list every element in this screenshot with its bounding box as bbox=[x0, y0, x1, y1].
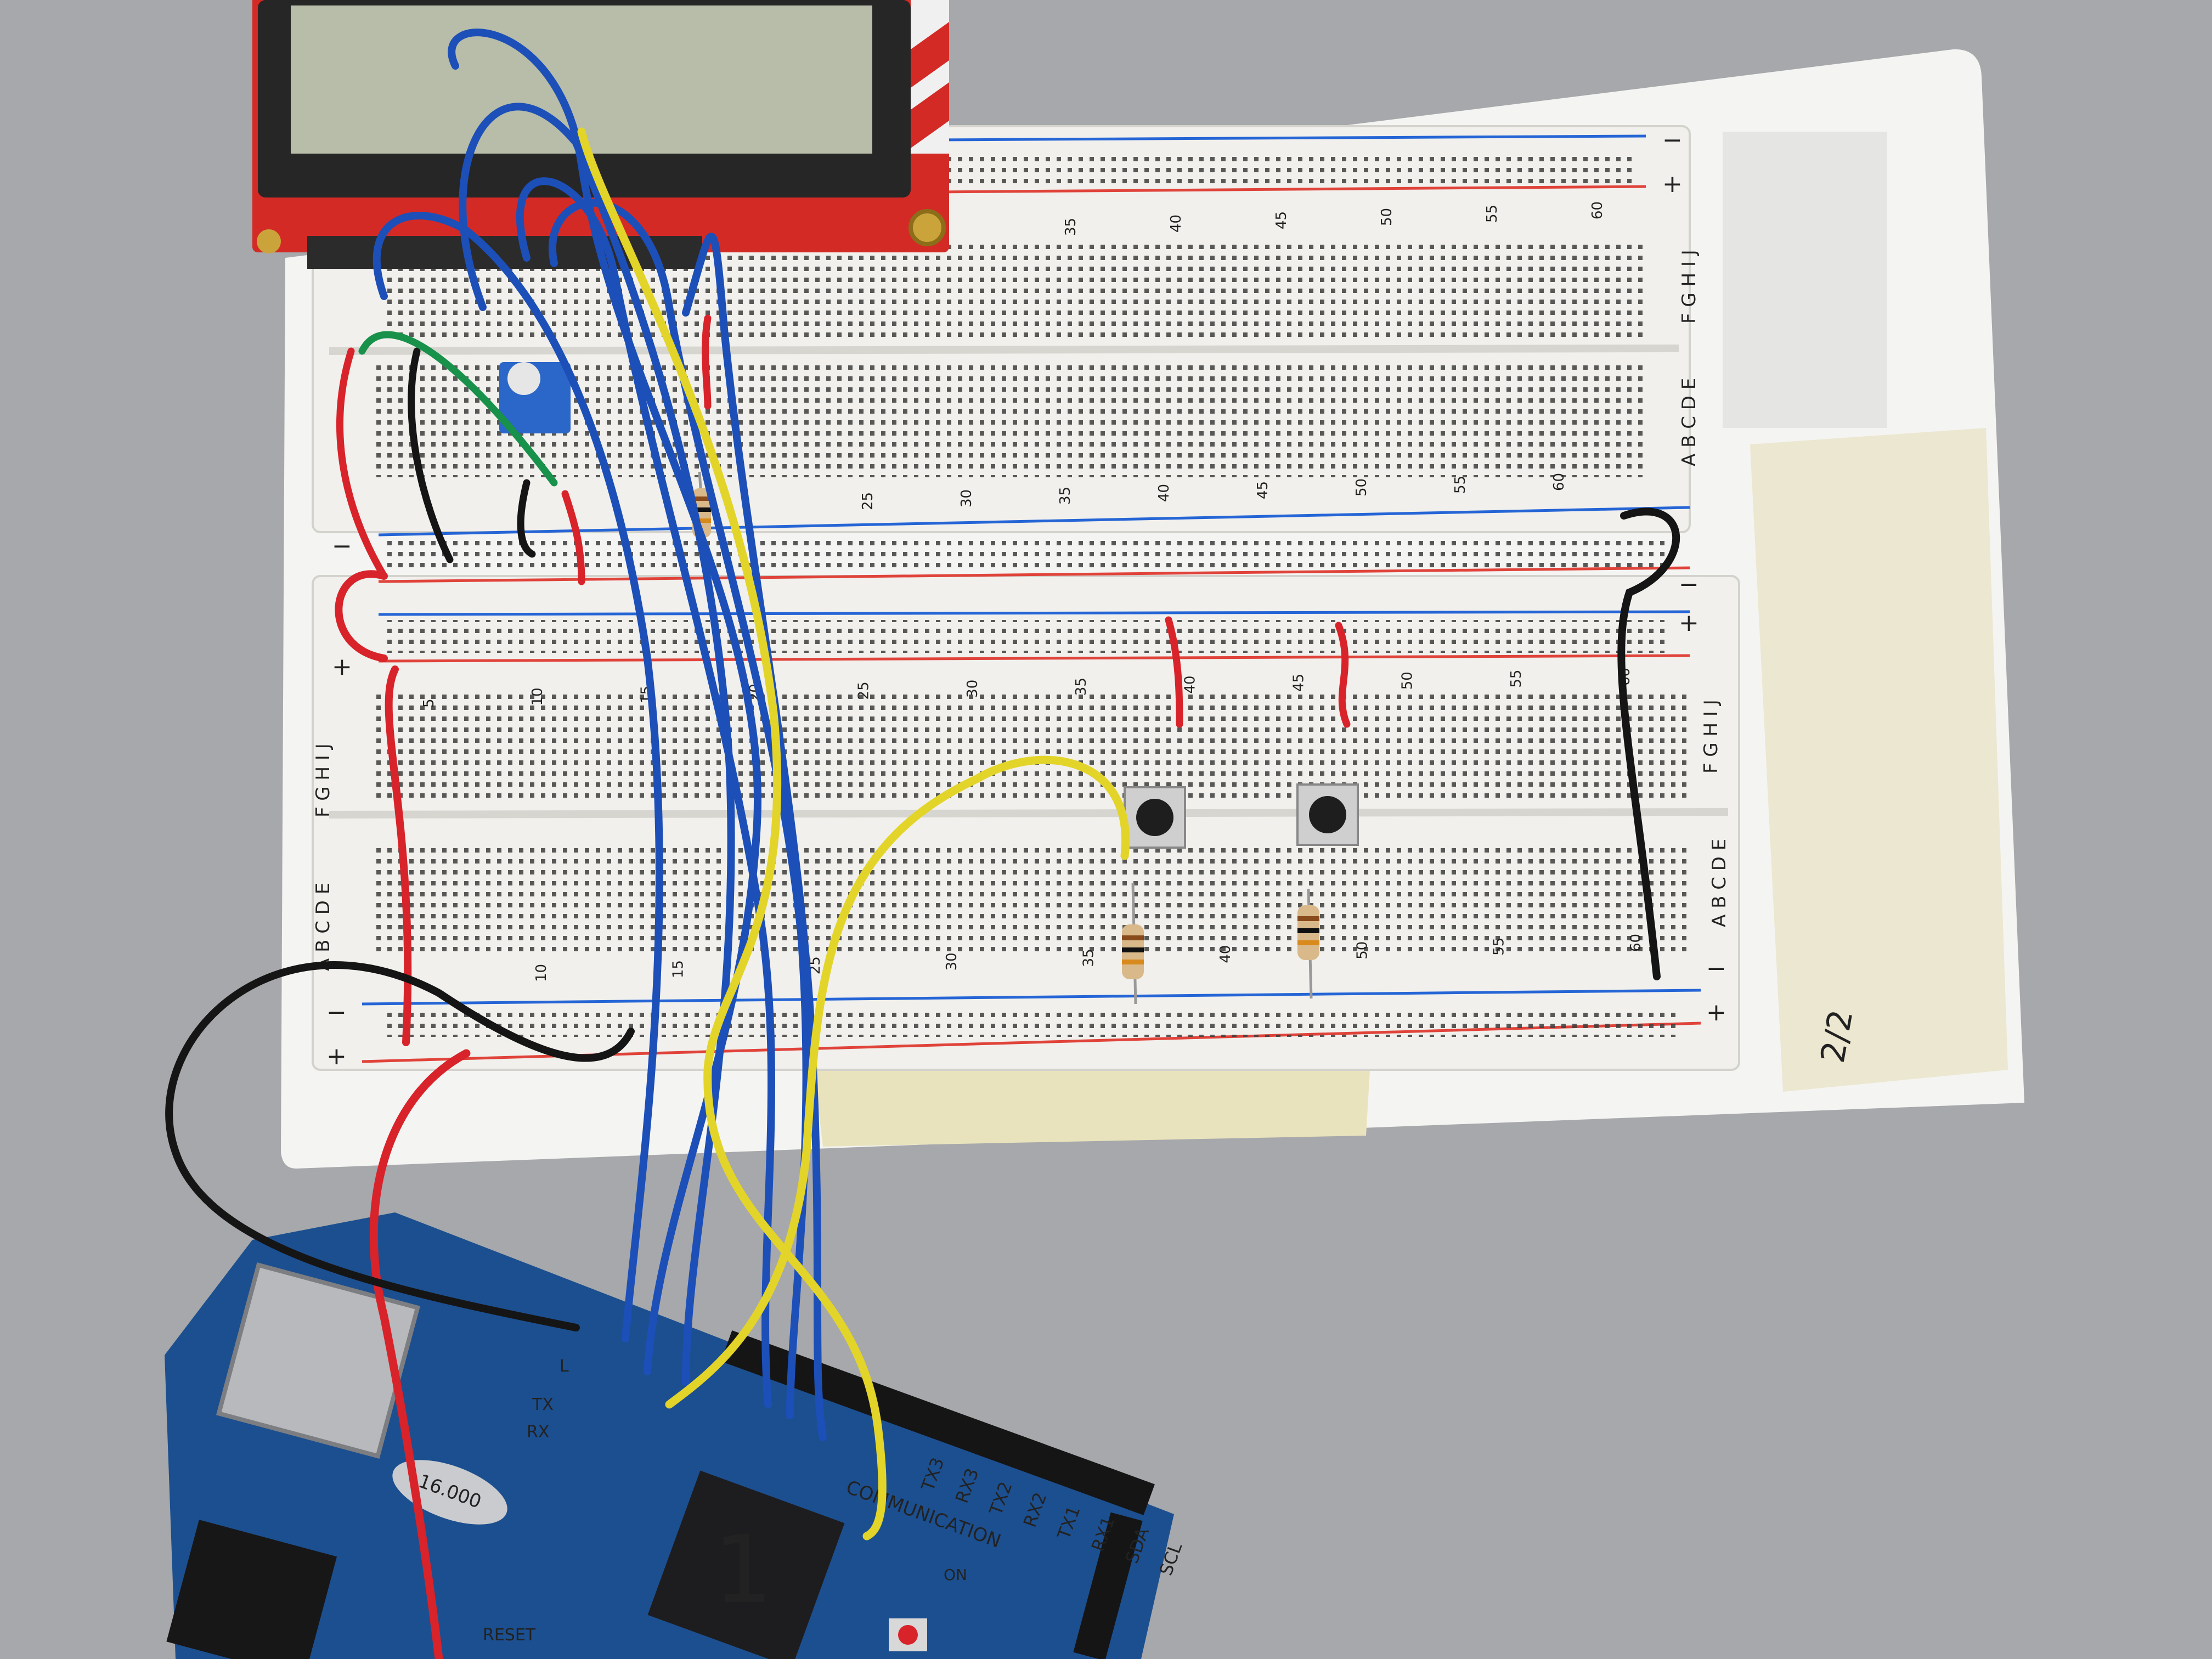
column-number-label: 35 bbox=[1073, 678, 1090, 696]
chip-mark: 1 bbox=[713, 1516, 772, 1624]
column-number-label: 30 bbox=[958, 489, 975, 507]
column-number-label: 35 bbox=[1063, 218, 1079, 236]
crystal-oscillator bbox=[392, 1460, 507, 1525]
lcd-mount-hole bbox=[909, 209, 946, 246]
wire-red-button-left bbox=[1165, 616, 1183, 728]
wire-blue-2 bbox=[459, 103, 735, 1386]
rail-plus-top: + bbox=[1662, 170, 1683, 198]
wire-red-bottom bbox=[369, 1049, 471, 1659]
column-numbers-middle: 25 30 35 40 45 50 55 60 bbox=[860, 473, 1567, 510]
resistor-right bbox=[1297, 888, 1319, 999]
column-number-label: 55 bbox=[1452, 476, 1469, 494]
header-row-top bbox=[720, 1330, 1155, 1515]
column-number-label: 60 bbox=[1589, 201, 1606, 219]
header-row-right bbox=[1073, 1512, 1143, 1659]
column-number-label: 5 bbox=[421, 698, 437, 708]
wire-red-button-right bbox=[1335, 622, 1351, 728]
resistor-left bbox=[1122, 883, 1144, 1005]
masking-tape-right bbox=[1750, 428, 2008, 1092]
column-number-label: 35 bbox=[1057, 487, 1074, 505]
column-number-label: 45 bbox=[1273, 211, 1290, 229]
rail-minus-bottom: − bbox=[326, 998, 347, 1026]
wire-red-pot-1 bbox=[336, 347, 388, 580]
label-on: ON bbox=[944, 1566, 967, 1584]
push-button-right[interactable] bbox=[1296, 783, 1359, 846]
wire-yellow-button bbox=[665, 755, 1130, 1409]
column-number-label: 35 bbox=[1081, 949, 1097, 967]
wire-blue-5 bbox=[373, 212, 663, 1342]
column-numbers-upper: 35 40 45 50 55 60 bbox=[1063, 201, 1606, 236]
arduino-mega-board: 1 16.000 COMMUNICATION RX TX L ON RESET … bbox=[165, 1212, 1186, 1659]
column-number-label: 50 bbox=[1379, 208, 1395, 226]
column-number-label: 60 bbox=[1551, 473, 1567, 491]
rail-minus-mid: − bbox=[332, 532, 352, 560]
column-number-label: 45 bbox=[1290, 674, 1307, 692]
label-tx: TX bbox=[532, 1395, 554, 1414]
rail-plus-right: + bbox=[1679, 609, 1699, 637]
atmega-chip bbox=[647, 1470, 845, 1659]
potentiometer[interactable] bbox=[499, 362, 571, 433]
column-number-label: 25 bbox=[856, 681, 872, 699]
row-letters-lower-left-b: A B C D E bbox=[312, 883, 334, 971]
breadboard: − + − + − + − + − + F G H I J A B C D E … bbox=[312, 125, 1740, 1071]
column-number-label: 25 bbox=[860, 492, 876, 510]
wire-blue-1 bbox=[448, 29, 761, 1375]
arduino-pcb bbox=[165, 1212, 1174, 1659]
wire-blue-3 bbox=[516, 177, 776, 1408]
wire-red-left-rail bbox=[385, 665, 412, 1046]
label-l: L bbox=[560, 1357, 569, 1376]
column-number-label: 10 bbox=[529, 687, 546, 706]
wire-black-pot-2 bbox=[517, 479, 536, 558]
rail-plus-br: + bbox=[1706, 998, 1726, 1026]
label-reset: RESET bbox=[483, 1626, 536, 1645]
wire-red-top bbox=[702, 314, 712, 410]
rail-plus-bottom: + bbox=[326, 1042, 347, 1070]
column-number-label: 50 bbox=[1400, 672, 1416, 690]
column-number-label: 50 bbox=[1353, 478, 1370, 496]
row-letters-upper-right-b: A B C D E bbox=[1678, 378, 1700, 466]
wire-red-loop bbox=[335, 570, 388, 662]
column-number-label: 15 bbox=[670, 960, 686, 978]
row-letters-lower-right: F G H I J bbox=[1700, 699, 1722, 774]
column-number-label: 45 bbox=[1255, 481, 1271, 499]
lcd-mount-hole-left bbox=[257, 229, 281, 253]
column-number-label: 55 bbox=[1508, 670, 1525, 688]
column-number-label: 10 bbox=[533, 964, 550, 982]
rail-minus-top: − bbox=[1662, 126, 1683, 154]
wire-black-right bbox=[1617, 507, 1680, 980]
wire-red-pot-2 bbox=[561, 490, 585, 585]
rail-minus-right: − bbox=[1679, 571, 1699, 599]
column-number-label: 50 bbox=[1354, 941, 1370, 960]
column-number-label: 30 bbox=[944, 952, 960, 970]
column-number-label: 40 bbox=[1168, 215, 1184, 233]
rail-minus-br: − bbox=[1706, 955, 1726, 983]
wire-black-arduino bbox=[165, 961, 635, 1331]
row-letters-upper-right: F G H I J bbox=[1678, 250, 1700, 324]
column-number-label: 55 bbox=[1484, 205, 1500, 223]
jumper-wires bbox=[165, 29, 1680, 1659]
column-number-label: 40 bbox=[1182, 675, 1198, 693]
column-number-label: 30 bbox=[964, 680, 981, 698]
wire-yellow-lcd bbox=[577, 127, 887, 1541]
rail-plus-mid: + bbox=[332, 653, 352, 681]
push-button-left[interactable] bbox=[1124, 786, 1186, 849]
column-number-label: 55 bbox=[1491, 938, 1508, 956]
column-number-label: 40 bbox=[1156, 484, 1172, 502]
dc-power-jack bbox=[166, 1520, 337, 1659]
velcro-patch bbox=[1723, 132, 1887, 428]
column-number-label: 40 bbox=[1217, 945, 1234, 963]
tape-note: 2/2 bbox=[1814, 1007, 1861, 1065]
row-letters-lower-right-b: A B C D E bbox=[1708, 839, 1730, 927]
wire-green bbox=[358, 331, 558, 487]
column-number-label: 60 bbox=[1628, 934, 1644, 952]
wire-black-pot bbox=[408, 347, 454, 563]
label-rx: RX bbox=[527, 1423, 549, 1442]
row-letters-lower-left: F G H I J bbox=[312, 743, 334, 817]
